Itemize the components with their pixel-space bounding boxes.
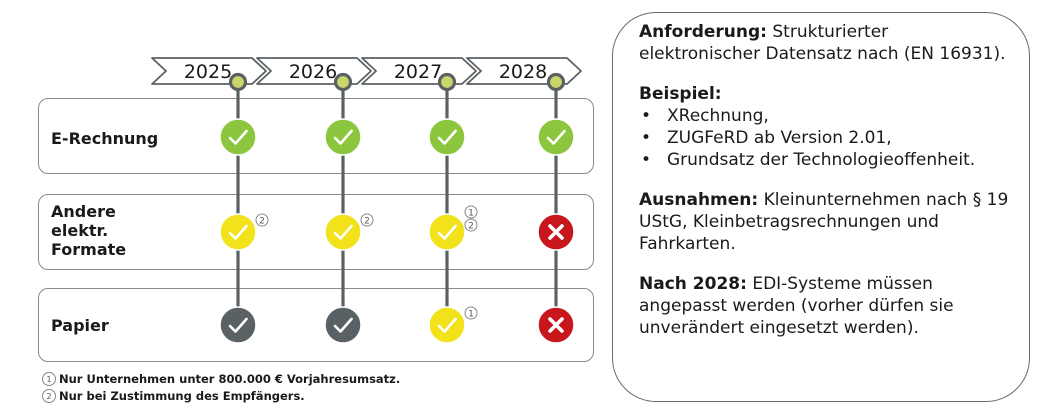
footnote-marker — [464, 306, 478, 320]
row-box-e-rechnung: E-Rechnung — [38, 98, 594, 174]
year-label: 2027 — [394, 61, 442, 83]
check-icon — [437, 129, 457, 145]
after-2028-label: Nach 2028: — [639, 274, 747, 294]
row-label-e-rechnung: E-Rechnung — [51, 129, 159, 148]
status-circle — [428, 213, 466, 251]
footnote-text: Nur Unternehmen unter 800.000 € Vorjahre… — [59, 372, 401, 386]
cross-icon — [548, 317, 564, 333]
status-circle — [428, 306, 466, 344]
footnote-1: 1 Nur Unternehmen unter 800.000 € Vorjah… — [42, 372, 400, 386]
row-box-andere-formate: Andere elektr. Formate — [38, 194, 594, 270]
row-label-papier: Papier — [51, 316, 109, 335]
after-2028-text: EDI-Systeme müssen angepasst werden (vor… — [639, 274, 954, 338]
footnote-marker-number: 2 — [259, 217, 265, 227]
exceptions-text: Kleinunternehmen nach § 19 UStG, Kleinbe… — [639, 190, 1009, 254]
footnote-marker-number: 1 — [468, 310, 474, 320]
exceptions-label: Ausnahmen: — [639, 190, 759, 210]
footnote-2: 2 Nur bei Zustimmung des Empfängers. — [42, 389, 305, 403]
footnote-marker-number: 2 — [468, 222, 474, 232]
footnote-marker — [360, 213, 374, 227]
example-label: Beispiel: — [639, 84, 722, 104]
check-icon — [333, 317, 353, 333]
timeline-node — [437, 72, 457, 92]
timeline-node — [333, 72, 353, 92]
status-circle — [537, 118, 575, 156]
example-list: XRechnung, ZUGFeRD ab Version 2.01, Grun… — [639, 105, 1011, 171]
status-circle — [428, 118, 466, 156]
cross-icon — [548, 224, 564, 240]
status-circle — [219, 213, 257, 251]
check-icon — [437, 224, 457, 240]
requirement-text: Strukturierter elektronischer Datensatz … — [639, 22, 1006, 64]
check-icon — [437, 317, 457, 333]
check-icon — [333, 224, 353, 240]
check-icon — [228, 317, 248, 333]
row-box-papier: Papier — [38, 288, 594, 362]
status-circle — [219, 306, 257, 344]
year-label: 2025 — [184, 61, 232, 83]
status-circle — [324, 213, 362, 251]
example-item: Grundsatz der Technologieoffenheit. — [639, 149, 1011, 171]
timeline-node — [546, 72, 566, 92]
example-item: XRechnung, — [639, 105, 1011, 127]
requirement-paragraph: Anforderung: Strukturierter elektronisch… — [639, 21, 1011, 65]
check-icon — [228, 129, 248, 145]
footnote-marker — [464, 218, 478, 232]
footnote-marker-number: 1 — [468, 209, 474, 219]
example-label-paragraph: Beispiel: — [639, 83, 1011, 105]
timeline-node — [228, 72, 248, 92]
row-label-andere-formate: Andere elektr. Formate — [51, 202, 126, 259]
year-label: 2026 — [289, 61, 337, 83]
info-box: Anforderung: Strukturierter elektronisch… — [612, 12, 1030, 402]
row-label-line: elektr. — [51, 221, 109, 240]
check-icon — [228, 224, 248, 240]
status-circle — [324, 118, 362, 156]
footnote-text: Nur bei Zustimmung des Empfängers. — [59, 389, 305, 403]
footnote-number: 1 — [42, 372, 56, 386]
year-label: 2028 — [499, 61, 547, 83]
example-item: ZUGFeRD ab Version 2.01, — [639, 127, 1011, 149]
after-2028-paragraph: Nach 2028: EDI-Systeme müssen angepasst … — [639, 273, 1011, 339]
timeline-graphic: 2025 2026 2027 2028 2 2 1 2 1 — [151, 57, 582, 344]
footnote-marker — [464, 205, 478, 219]
row-label-line: Andere — [51, 202, 116, 221]
row-label-line: Formate — [51, 240, 127, 259]
check-icon — [546, 129, 566, 145]
footnote-marker-number: 2 — [364, 217, 370, 227]
requirement-label: Anforderung: — [639, 22, 767, 42]
footnote-marker — [255, 213, 269, 227]
check-icon — [333, 129, 353, 145]
status-circle — [219, 118, 257, 156]
exceptions-paragraph: Ausnahmen: Kleinunternehmen nach § 19 US… — [639, 189, 1011, 255]
status-circle — [324, 306, 362, 344]
footnote-number: 2 — [42, 389, 56, 403]
